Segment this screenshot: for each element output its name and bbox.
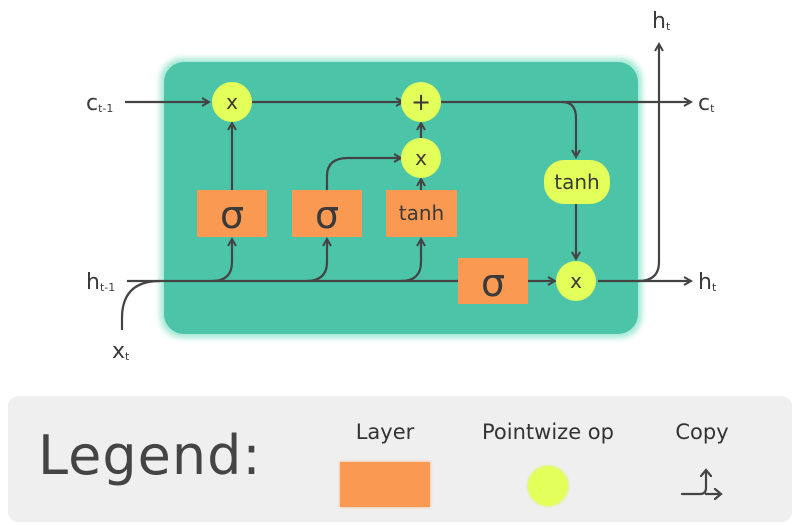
- lstm-diagram: σ σ tanh σ x + x tanh x ct-1 ht-1 xt ct …: [86, 9, 717, 364]
- h-prev-label: h: [86, 270, 100, 295]
- input-mult-op: [401, 138, 441, 178]
- input-gate-out-line: [325, 158, 400, 190]
- output-mult-op: [556, 261, 596, 301]
- candidate-layer: [386, 190, 457, 237]
- h-out-label: h: [698, 270, 712, 295]
- legend-layer-label: Layer: [355, 420, 415, 444]
- tanh-op: [544, 160, 610, 204]
- tanh-op-label: tanh: [554, 170, 599, 194]
- hidden-up-line: [637, 45, 659, 283]
- svg-text:ht: ht: [652, 9, 671, 34]
- copy-arrow-icon: [680, 468, 723, 501]
- input-mult-label: x: [415, 146, 427, 170]
- candidate-input-line: [400, 240, 421, 283]
- svg-text:xt: xt: [112, 339, 130, 364]
- svg-text:ht-1: ht-1: [86, 270, 115, 295]
- output-gate-layer: [458, 258, 528, 304]
- svg-text:ht: ht: [698, 270, 717, 295]
- cell-to-tanh-line: [561, 100, 576, 156]
- forget-mult-op: [212, 82, 252, 122]
- add-label: +: [411, 88, 431, 116]
- h-top-label: h: [652, 9, 666, 34]
- legend-title: Legend:: [38, 424, 262, 487]
- h-top-subscript: t: [666, 20, 671, 33]
- x-label: x: [112, 339, 125, 364]
- legend-copy-label: Copy: [675, 420, 729, 444]
- forget-gate-input-line: [211, 240, 232, 283]
- h-prev-subscript: t-1: [100, 281, 115, 294]
- legend-pointwise-label: Pointwize op: [482, 420, 614, 444]
- candidate-label: tanh: [399, 201, 444, 225]
- c-out-subscript: t: [710, 102, 715, 115]
- c-out-label: c: [698, 91, 710, 116]
- x-subscript: t: [125, 350, 130, 363]
- output-mult-label: x: [570, 269, 582, 293]
- c-prev-subscript: t-1: [98, 102, 113, 115]
- output-gate-label: σ: [481, 261, 505, 305]
- input-gate-label: σ: [315, 193, 339, 237]
- input-gate-layer: [292, 190, 362, 237]
- legend-pointwise-swatch: [528, 466, 568, 506]
- h-out-subscript: t: [712, 281, 717, 294]
- c-prev-label: c: [86, 91, 98, 116]
- x-input-line: [120, 279, 161, 330]
- input-gate-input-line: [305, 240, 327, 283]
- forget-gate-label: σ: [220, 193, 244, 237]
- add-op: [401, 82, 441, 122]
- forget-gate-layer: [197, 190, 267, 237]
- legend-layer-swatch: [340, 462, 430, 507]
- forget-mult-label: x: [226, 90, 238, 114]
- svg-text:ct: ct: [698, 91, 715, 116]
- svg-text:ct-1: ct-1: [86, 91, 113, 116]
